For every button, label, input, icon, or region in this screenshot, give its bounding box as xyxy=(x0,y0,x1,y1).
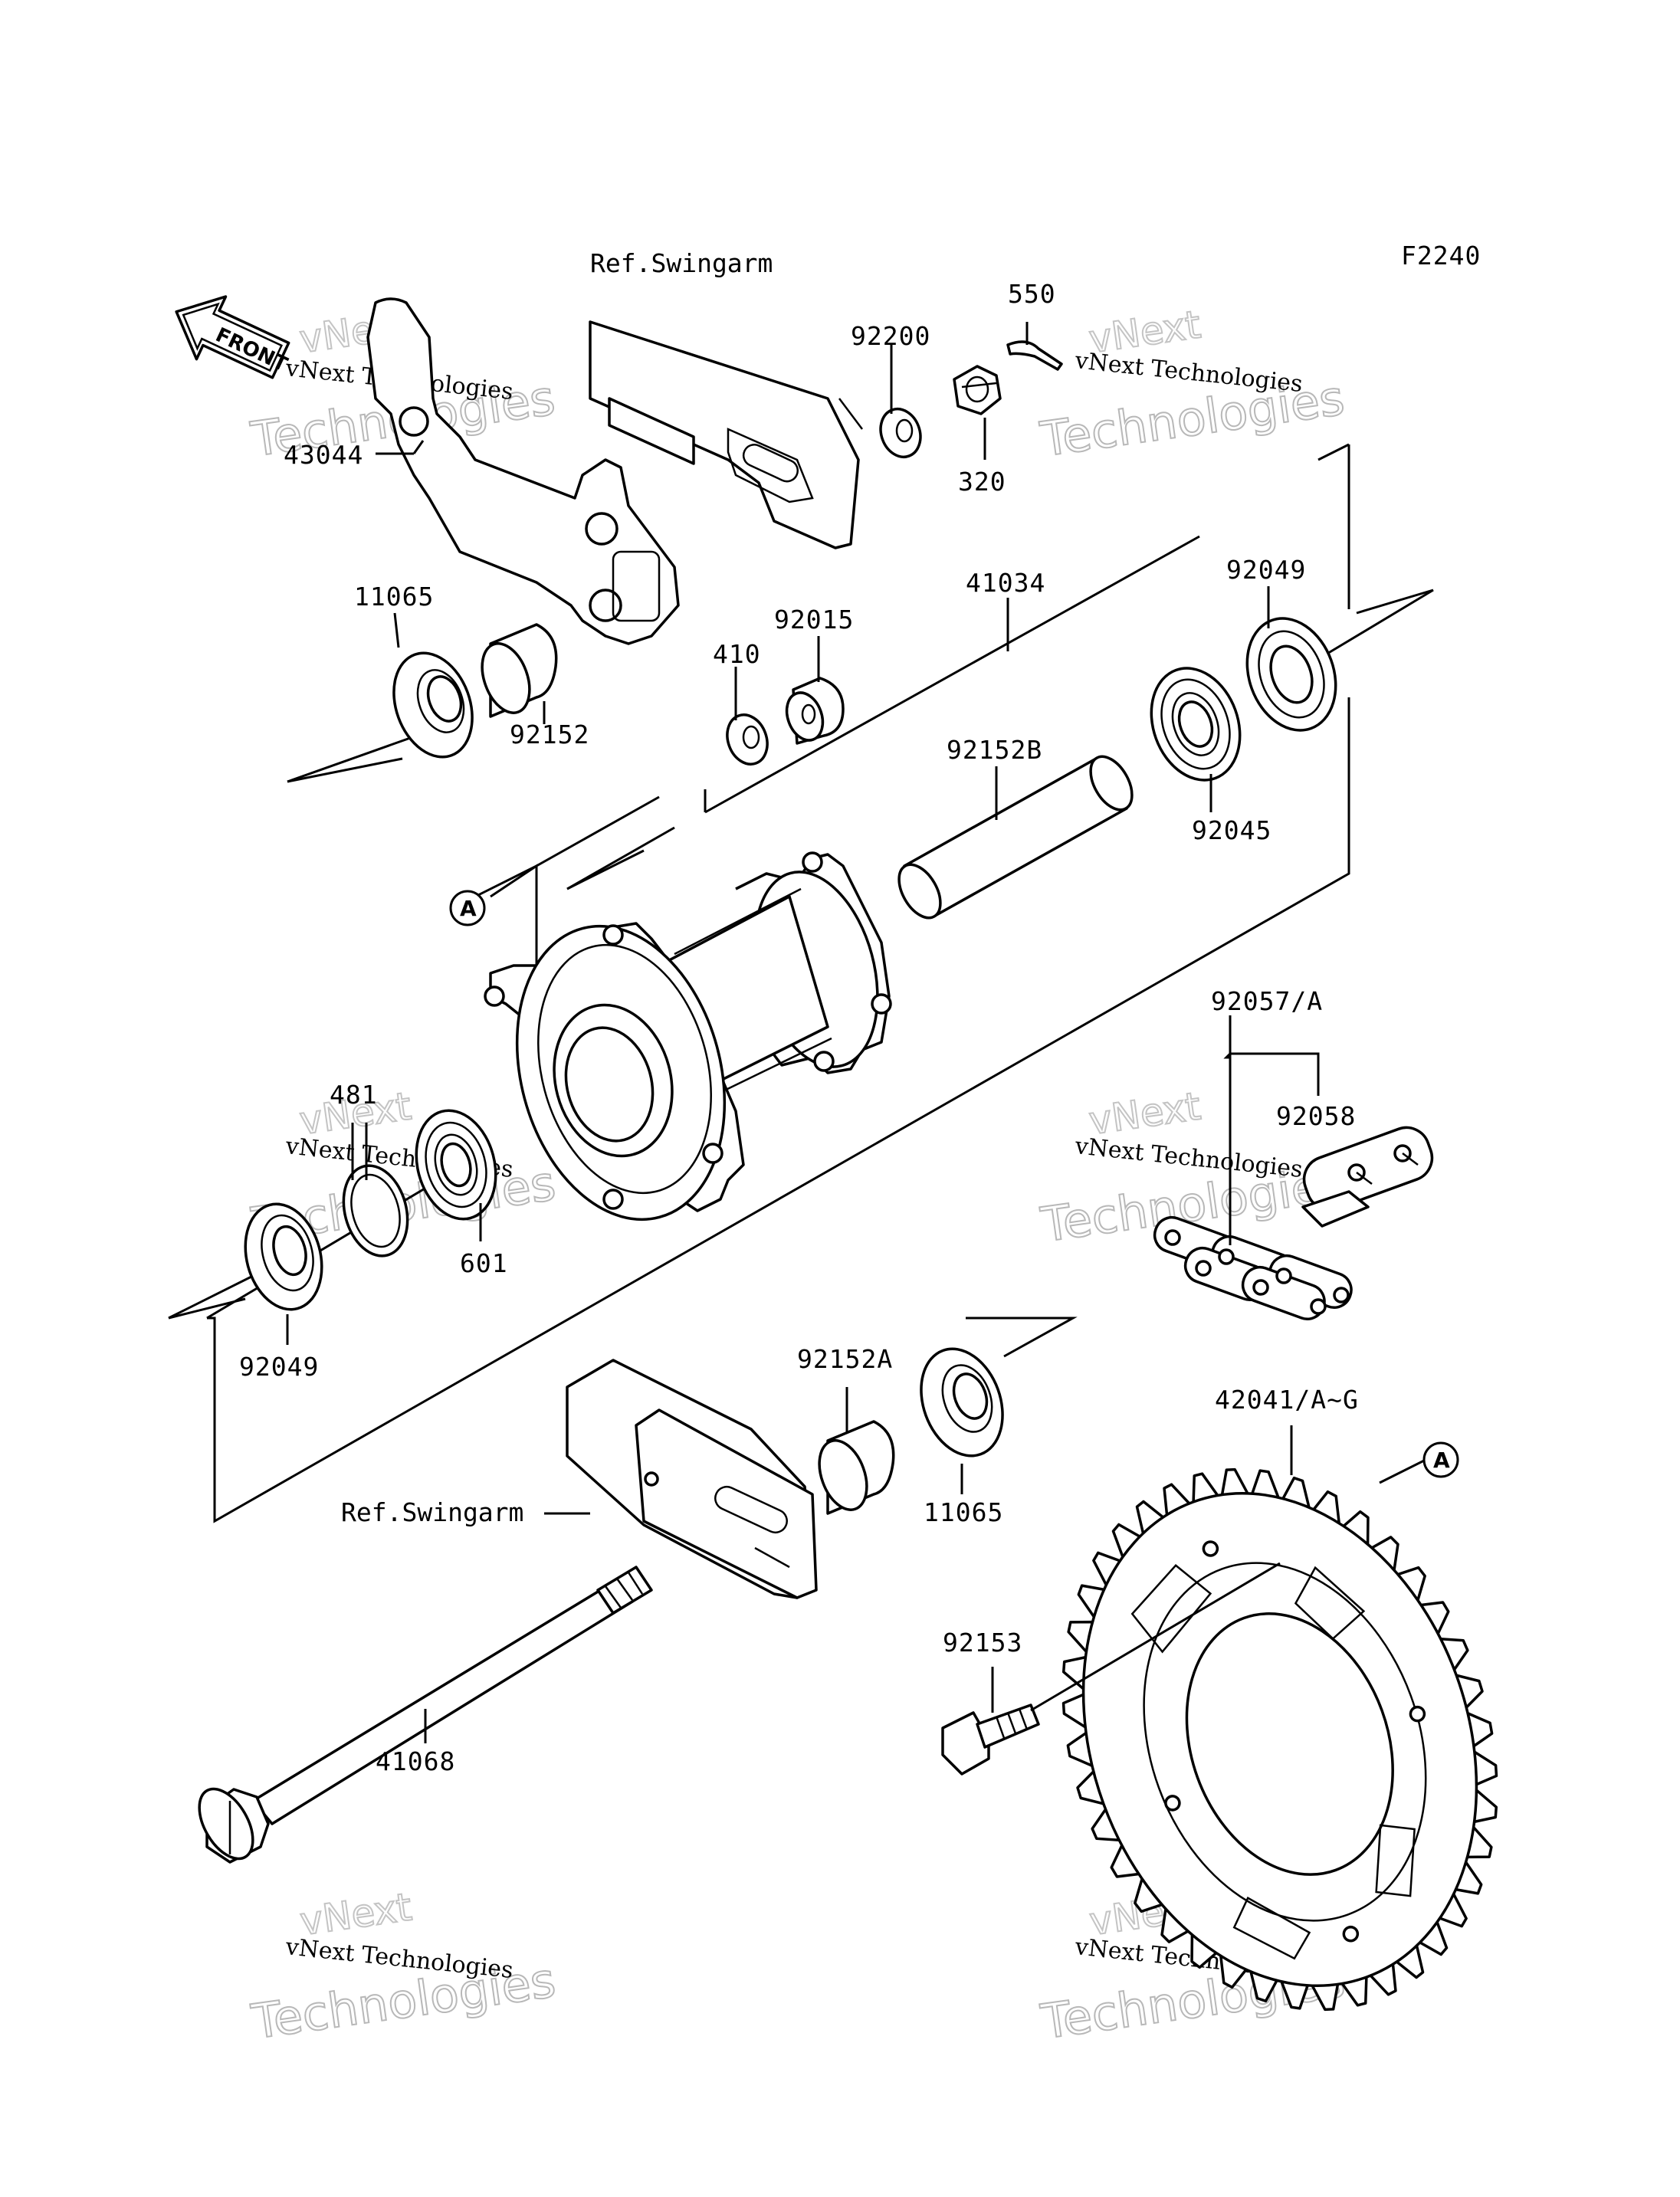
ref-swingarm-bottom-label: Ref.Swingarm xyxy=(341,1497,523,1527)
part-41068-axle xyxy=(198,1566,653,1864)
front-arrow-icon: FRONT xyxy=(175,295,290,379)
part-92045-bearing xyxy=(1150,667,1242,782)
callout-11065-top: 11065 xyxy=(354,582,434,612)
callout-41034: 41034 xyxy=(966,568,1045,598)
part-481-circlip xyxy=(342,1164,409,1258)
part-601-bearing xyxy=(415,1109,497,1221)
callout-320: 320 xyxy=(958,467,1006,497)
swingarm-top-ref xyxy=(589,320,863,549)
part-92152B-spacer-tube xyxy=(897,755,1134,920)
part-92152-collar xyxy=(481,623,558,718)
part-92058-master-link xyxy=(1301,1126,1434,1228)
callout-92045: 92045 xyxy=(1192,815,1271,845)
callout-92153: 92153 xyxy=(943,1628,1022,1658)
exploded-outline xyxy=(168,443,1434,1523)
callout-92057A: 92057/A xyxy=(1211,986,1323,1016)
callout-92200: 92200 xyxy=(851,321,930,351)
watermark-line1: vNext xyxy=(297,1884,415,1944)
part-92153-bolt xyxy=(941,1703,1040,1776)
part-92049-top-seal xyxy=(1245,617,1337,732)
callout-11065-bottom: 11065 xyxy=(924,1497,1003,1527)
callout-92049-top: 92049 xyxy=(1226,555,1306,585)
callout-92152A: 92152A xyxy=(797,1344,893,1374)
leader-lines xyxy=(286,322,1426,1743)
ref-swingarm-top-label: Ref.Swingarm xyxy=(590,248,773,278)
part-92049-bottom-seal xyxy=(244,1202,323,1311)
callout-41068: 41068 xyxy=(376,1746,455,1776)
part-320-nut xyxy=(953,365,1002,415)
part-11065-top-seal xyxy=(392,651,474,759)
callout-43044: 43044 xyxy=(284,440,363,470)
marker-a-left: A xyxy=(449,890,486,926)
marker-a-right-text: A xyxy=(1433,1448,1450,1473)
callout-481: 481 xyxy=(330,1080,378,1110)
callout-550: 550 xyxy=(1008,279,1056,309)
part-42041-sprocket xyxy=(1061,1467,1498,2012)
marker-a-right: A xyxy=(1422,1441,1459,1478)
callout-92152: 92152 xyxy=(510,720,589,749)
callout-92015: 92015 xyxy=(774,605,854,635)
figure-code: F2240 xyxy=(1401,241,1481,271)
callout-601: 601 xyxy=(460,1248,508,1278)
part-41034-hub xyxy=(484,851,892,1221)
part-11065-bottom-seal xyxy=(920,1347,1004,1458)
marker-a-left-text: A xyxy=(460,896,477,921)
callout-410: 410 xyxy=(713,639,761,669)
part-92200-washer xyxy=(879,407,922,459)
watermark-line1: vNext xyxy=(1086,1084,1203,1143)
part-92152A-collar xyxy=(818,1420,895,1515)
swingarm-bottom-ref xyxy=(566,1359,818,1599)
part-410-washer xyxy=(726,713,769,766)
part-550-cotter-pin xyxy=(1006,340,1063,371)
callout-92049-bottom: 92049 xyxy=(239,1352,319,1382)
callout-92058: 92058 xyxy=(1276,1101,1356,1131)
callout-42041: 42041/A~G xyxy=(1215,1385,1359,1415)
part-92057-chain xyxy=(1153,1215,1353,1320)
part-92015-collar xyxy=(785,677,845,745)
callout-92152B: 92152B xyxy=(947,735,1042,765)
part-43044-torque-link xyxy=(366,297,680,645)
